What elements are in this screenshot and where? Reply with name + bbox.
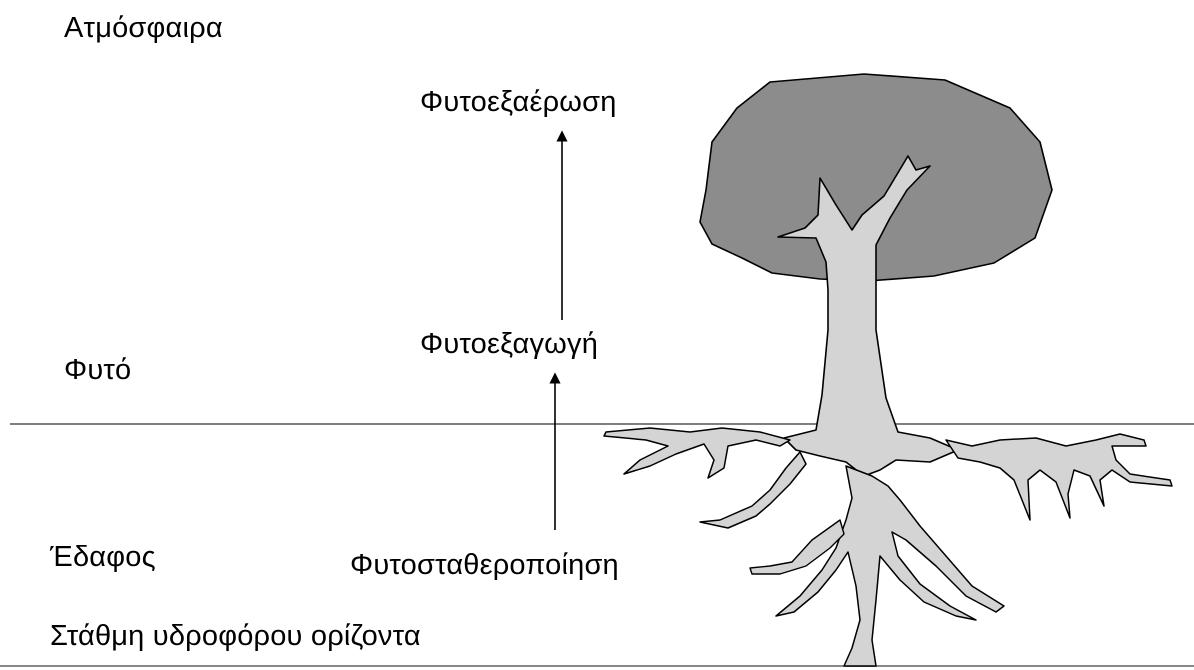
zone-label-plant: Φυτό bbox=[64, 356, 131, 385]
zone-label-water-table: Στάθμη υδροφόρου ορίζοντα bbox=[50, 622, 421, 651]
root-center bbox=[776, 466, 1004, 666]
zone-label-soil: Έδαφος bbox=[50, 543, 156, 572]
zone-label-atmosphere: Ατμόσφαιρα bbox=[64, 14, 223, 43]
root-right bbox=[946, 434, 1172, 520]
process-label-phytostabilization: Φυτοσταθεροποίηση bbox=[350, 551, 619, 580]
root-left bbox=[604, 428, 790, 478]
process-label-phytovolatilization: Φυτοεξαέρωση bbox=[420, 88, 617, 117]
process-label-phytoextraction: Φυτοεξαγωγή bbox=[420, 330, 598, 359]
